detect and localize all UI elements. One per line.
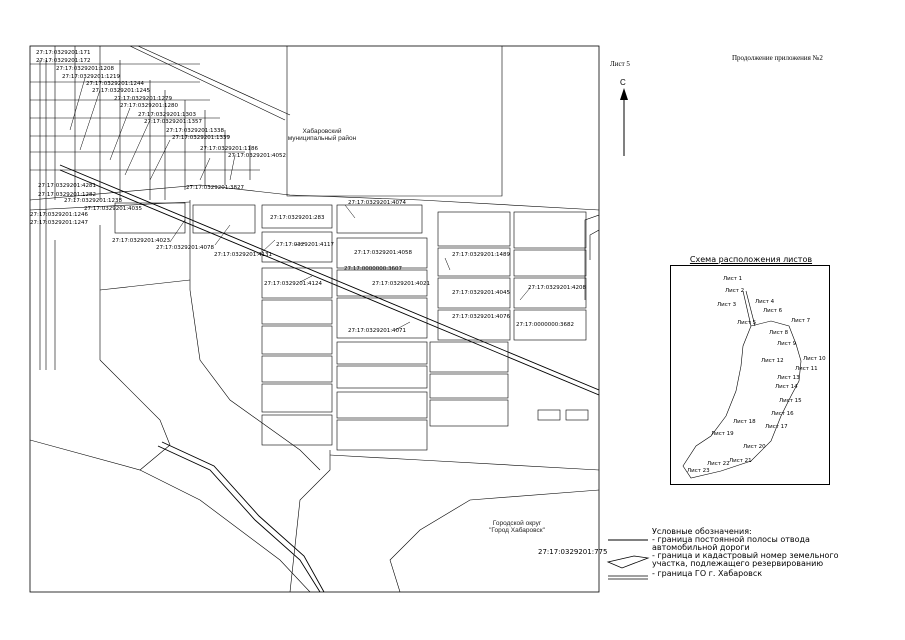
parcel-label: 27:17:0329201:4052 xyxy=(228,153,287,159)
parcel-label: 27:17:0000000:3682 xyxy=(516,322,575,328)
north-letter: С xyxy=(620,78,626,87)
highway-line-2 xyxy=(59,169,599,396)
city-line-1: Городской округ xyxy=(492,520,542,527)
parcel-label: 27:17:0329201:1246 xyxy=(30,212,89,218)
map-frame xyxy=(29,45,600,593)
parcel-label: 27:17:0329201:1186 xyxy=(200,146,259,152)
appendix-title: Продолжение приложения №2 xyxy=(732,54,823,62)
legend-item: - граница и кадастровый номер земельного xyxy=(652,551,839,560)
parcel-label: 27:17:0329201:4117 xyxy=(276,242,335,248)
legend-title: Условные обозначения: xyxy=(652,527,752,536)
schema-sheet-label: Лист 14 xyxy=(775,384,798,390)
parcel-label: 27:17:0329201:4021 xyxy=(372,281,431,287)
schema-sheet-label: Лист 21 xyxy=(729,458,752,464)
schema-sheet-label: Лист 8 xyxy=(769,330,789,336)
schema-sheet-label: Лист 12 xyxy=(761,358,784,364)
parcel-label: 27:17:0329201:4076 xyxy=(452,314,511,320)
legend-symbols xyxy=(606,539,650,580)
schema-sheet-label: Лист 16 xyxy=(771,411,794,417)
legend: Условные обозначения: - граница постоянн… xyxy=(604,528,874,588)
schema-sheet-label: Лист 7 xyxy=(791,318,811,324)
parcel-label: 27:17:0329201:1282 xyxy=(38,192,97,198)
legend-item: участка, подлежащего резервированию xyxy=(652,559,824,568)
parcel-label: 27:17:0329201:4131 xyxy=(214,252,273,258)
highway-line-1 xyxy=(59,164,599,391)
schema-sheet-label: Лист 18 xyxy=(733,419,756,425)
schema-sheet-label: Лист 2 xyxy=(725,288,745,294)
schema-sheet-label: Лист 5 xyxy=(737,320,757,326)
parcel-label: 27:17:0329201:4035 xyxy=(84,206,143,212)
parcel-label: 27:17:0329201:4071 xyxy=(348,328,407,334)
district-line-2: муниципальный район xyxy=(287,135,357,142)
parcel-label: 27:17:0329201:4058 xyxy=(354,250,413,256)
legend-item: - граница постоянной полосы отвода xyxy=(652,535,810,544)
parcel-label: 27:17:0329201:4281 xyxy=(38,183,97,189)
parcel-label: 27:17:0329201:1280 xyxy=(120,103,179,109)
schema-title: Схема расположения листов xyxy=(689,255,813,264)
parcel-label: 27:17:0329201:171 xyxy=(36,50,91,56)
parcel-label: 27:17:0329201:4045 xyxy=(452,290,511,296)
parcel-label: 27:17:0000000:3607 xyxy=(344,266,403,272)
parcel-label: 27:17:0329201:4023 xyxy=(112,238,171,244)
parcel-label: 27:17:0329201:4078 xyxy=(156,245,215,251)
schema-sheet-label: Лист 23 xyxy=(687,468,710,474)
parcel-label: 27:17:0329201:1279 xyxy=(114,96,173,102)
parcel-label: 27:17:0329201:1247 xyxy=(30,220,89,226)
parcel-label: 27:17:0329201:1244 xyxy=(86,81,145,87)
parcel-label: 27:17:0329201:1339 xyxy=(172,135,231,141)
legend-sample-parcel: 27:17:0329201:775 xyxy=(538,548,608,556)
parcel-label: 27:17:0329201:283 xyxy=(270,215,325,221)
schema-sheet-label: Лист 11 xyxy=(795,366,818,372)
city-line-2: "Город Хабаровск" xyxy=(489,527,545,534)
parcel-label: 27:17:0329201:172 xyxy=(36,58,91,64)
sheet-number: Лист 5 xyxy=(610,60,630,68)
schema-sheet-label: Лист 9 xyxy=(777,341,797,347)
parcel-label: 27:17:0329201:1489 xyxy=(452,252,511,258)
district-area-label: Хабаровский муниципальный район xyxy=(282,128,362,142)
schema-sheet-label: Лист 20 xyxy=(743,444,766,450)
parcel-label: 27:17:0329201:1219 xyxy=(62,74,121,80)
parcel-label: 27:17:0329201:1238 xyxy=(64,198,123,204)
sheet-schema: Схема расположения листов Лист 1 Лист 2 … xyxy=(670,255,830,485)
parcel-label: 27:17:0329201:4074 xyxy=(348,200,407,206)
cadastral-map xyxy=(29,45,600,593)
parcel-label: 27:17:0329201:1245 xyxy=(92,88,151,94)
schema-outline xyxy=(682,290,802,479)
schema-sheet-label: Лист 15 xyxy=(779,398,802,404)
parcel-label: 27:17:0329201:4124 xyxy=(264,281,323,287)
parcel-label: 27:17:0329201:1303 xyxy=(138,112,197,118)
schema-sheet-label: Лист 19 xyxy=(711,431,734,437)
schema-sheet-label: Лист 6 xyxy=(763,308,783,314)
district-boundary xyxy=(286,46,503,197)
schema-sheet-label: Лист 22 xyxy=(707,461,730,467)
schema-sheet-label: Лист 10 xyxy=(803,356,826,362)
schema-sheet-label: Лист 1 xyxy=(723,276,743,282)
legend-item: - граница ГО г. Хабаровск xyxy=(652,569,763,578)
parcel-label: 27:17:0329201:1338 xyxy=(166,128,225,134)
district-line-1: Хабаровский xyxy=(302,128,342,135)
schema-sheet-label: Лист 3 xyxy=(717,302,737,308)
north-arrow: С xyxy=(617,78,631,158)
parcel-label: 27:17:0329201:1208 xyxy=(56,66,115,72)
schema-sheet-label: Лист 13 xyxy=(777,375,800,381)
legend-item: автомобильной дороги xyxy=(652,543,750,552)
parcel-label: 27:17:0329201:1357 xyxy=(144,119,203,125)
parcel-label: 27:17:0329201:4208 xyxy=(528,285,587,291)
parcel-label: 27:17:0329201:3827 xyxy=(186,185,245,191)
city-area-label: Городской округ "Город Хабаровск" xyxy=(472,520,562,534)
schema-sheet-label: Лист 4 xyxy=(755,299,775,305)
north-arrow-icon xyxy=(620,88,628,156)
schema-sheet-label: Лист 17 xyxy=(765,424,788,430)
